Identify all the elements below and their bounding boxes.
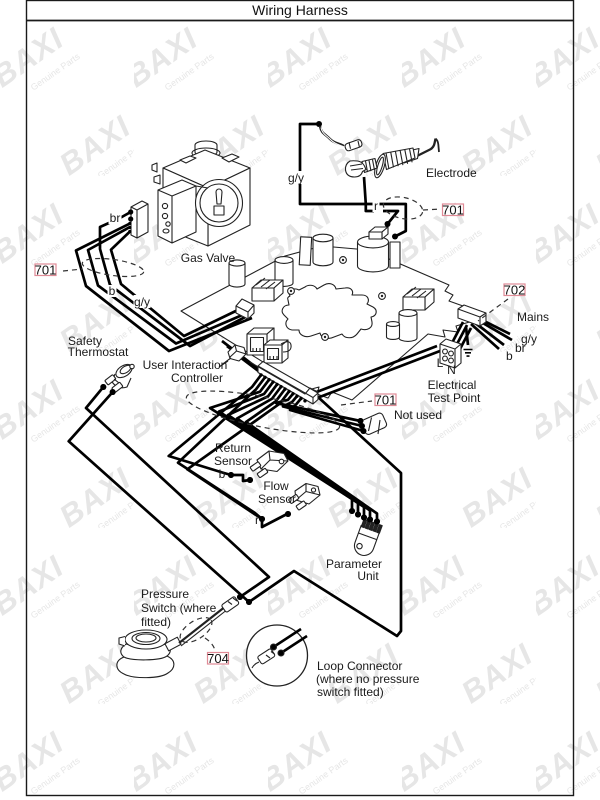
svg-text:Safety: Safety <box>68 334 102 348</box>
svg-text:fitted): fitted) <box>141 615 171 629</box>
svg-text:Electrical: Electrical <box>428 378 477 392</box>
svg-text:Sensor: Sensor <box>214 454 252 468</box>
svg-text:g/y: g/y <box>288 171 304 185</box>
svg-text:704: 704 <box>207 651 229 666</box>
svg-text:Flow: Flow <box>263 479 289 493</box>
svg-text:Not used: Not used <box>394 408 442 422</box>
svg-text:Switch (where: Switch (where <box>141 601 217 615</box>
svg-text:Test Point: Test Point <box>428 391 481 405</box>
svg-text:br: br <box>110 211 121 225</box>
svg-text:Electrode: Electrode <box>426 166 477 180</box>
svg-text:Unit: Unit <box>357 569 379 583</box>
svg-text:701: 701 <box>35 262 57 277</box>
svg-text:Sensor: Sensor <box>258 492 296 506</box>
svg-text:switch fitted): switch fitted) <box>317 685 384 699</box>
svg-text:r: r <box>255 513 259 527</box>
svg-text:(where no pressure: (where no pressure <box>316 672 420 686</box>
svg-text:Thermostat: Thermostat <box>68 345 129 359</box>
svg-text:Loop Connector: Loop Connector <box>317 659 402 673</box>
svg-text:b: b <box>219 467 226 481</box>
svg-text:702: 702 <box>504 282 526 297</box>
svg-text:701: 701 <box>375 392 397 407</box>
svg-text:r: r <box>374 199 378 213</box>
svg-text:Controller: Controller <box>171 371 223 385</box>
svg-text:g/y: g/y <box>134 295 150 309</box>
svg-text:L: L <box>437 356 444 370</box>
svg-text:g/y: g/y <box>521 332 537 346</box>
svg-text:b: b <box>109 284 116 298</box>
svg-text:br: br <box>515 341 526 355</box>
svg-text:b: b <box>506 349 513 363</box>
svg-text:Wiring Harness: Wiring Harness <box>252 2 348 18</box>
svg-text:701: 701 <box>442 202 464 217</box>
svg-text:Gas Valve: Gas Valve <box>181 251 236 265</box>
svg-text:Return: Return <box>215 441 251 455</box>
svg-text:Parameter: Parameter <box>326 557 382 571</box>
svg-text:N: N <box>447 363 456 377</box>
svg-text:Mains: Mains <box>517 310 549 324</box>
svg-text:User Interaction: User Interaction <box>143 358 228 372</box>
svg-text:Pressure: Pressure <box>141 587 189 601</box>
